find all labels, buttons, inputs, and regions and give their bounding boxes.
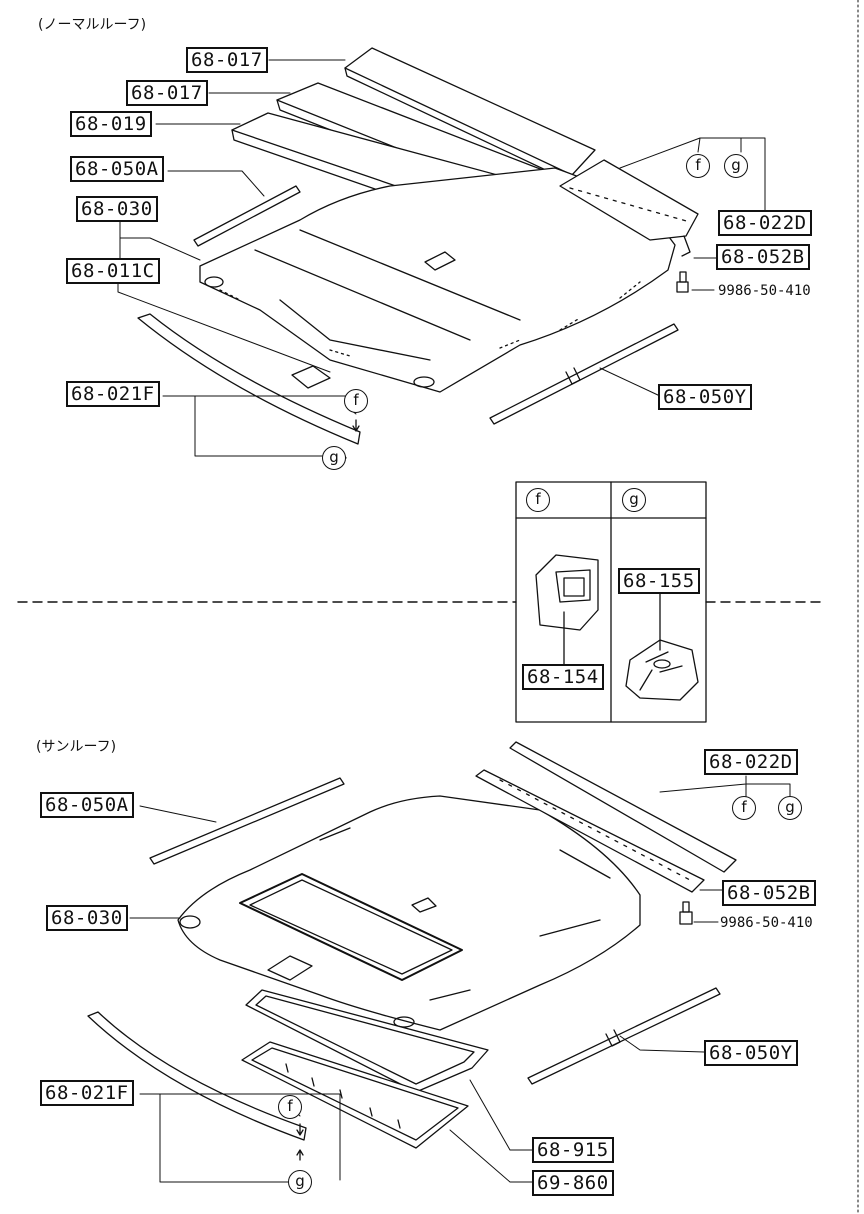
callout-f: f [278, 1095, 302, 1119]
part-label: 68-017 [186, 47, 268, 73]
leaders-bottom [129, 775, 791, 1183]
trim-strip-right-top [489, 323, 679, 425]
leaders-top [117, 59, 766, 457]
arrow-g-bottom [296, 1149, 304, 1161]
rear-rail-bottom [509, 741, 737, 873]
trim-clip-top [565, 367, 581, 385]
part-label: 68-030 [46, 905, 128, 931]
callout-f: f [686, 154, 710, 178]
part-label: 68-022D [704, 749, 798, 775]
sunroof-seal [241, 1041, 469, 1149]
trim-strip-left-bottom [149, 777, 345, 865]
inset-header-g: g [622, 488, 646, 512]
callout-g: g [778, 796, 802, 820]
part-label: 68-050Y [704, 1040, 798, 1066]
part-label: 68-021F [66, 381, 160, 407]
rear-rail-top [559, 159, 699, 241]
part-label: 68-050Y [658, 384, 752, 410]
part-label: 68-021F [40, 1080, 134, 1106]
trim-strip-left-top [193, 185, 301, 247]
part-label: 68-030 [76, 196, 158, 222]
part-label: 68-022D [718, 210, 812, 236]
part-label-screw: 9986-50-410 [720, 915, 813, 931]
callout-g: g [288, 1170, 312, 1194]
screw-top [676, 271, 689, 293]
side-rail-top [137, 313, 361, 445]
callout-g: g [322, 446, 346, 470]
trim-strip-right-bottom [527, 987, 721, 1085]
section-title-normal-roof: (ノーマルルーフ) [38, 17, 147, 33]
part-label: 68-050A [70, 156, 164, 182]
callout-f: f [732, 796, 756, 820]
part-label: 68-154 [522, 664, 604, 690]
part-label: 69-860 [532, 1170, 614, 1196]
sunroof-frame [245, 989, 489, 1093]
headlining-bottom [177, 795, 641, 1031]
callout-f: f [344, 389, 368, 413]
part-label: 68-050A [40, 792, 134, 818]
part-label-screw: 9986-50-410 [718, 283, 811, 299]
callout-g: g [724, 154, 748, 178]
part-label: 68-155 [618, 568, 700, 594]
part-label: 68-019 [70, 111, 152, 137]
section-title-sunroof: (サンルーフ) [36, 739, 117, 755]
part-label: 68-052B [716, 244, 810, 270]
part-label: 68-052B [722, 880, 816, 906]
inset-header-f: f [526, 488, 550, 512]
screw-bottom [679, 901, 693, 925]
arrow-f-top [352, 419, 360, 432]
part-label: 68-915 [532, 1137, 614, 1163]
side-rail-bottom [87, 1011, 307, 1141]
part-label: 68-011C [66, 258, 160, 284]
arrow-f-bottom [296, 1123, 304, 1136]
part-label: 68-017 [126, 80, 208, 106]
